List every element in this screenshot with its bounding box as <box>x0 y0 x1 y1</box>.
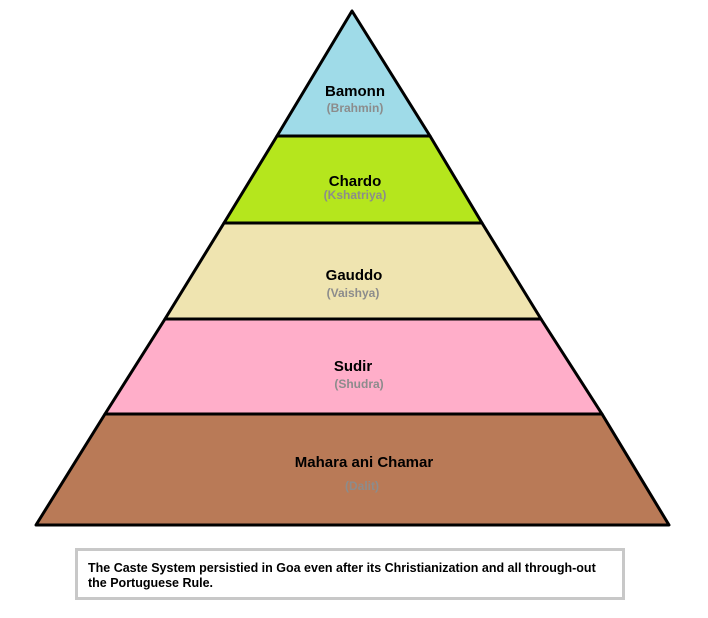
caption-text: The Caste System persistied in Goa even … <box>88 561 596 590</box>
tier-1-name: Bamonn <box>325 83 385 100</box>
tier-5-subtitle: (Dalit) <box>345 479 379 493</box>
tier-4-subtitle: (Shudra) <box>334 377 383 391</box>
tier-4-name: Sudir <box>334 358 372 375</box>
caption-box: The Caste System persistied in Goa even … <box>75 548 625 600</box>
caste-pyramid: Bamonn (Brahmin) Chardo (Kshatriya) Gaud… <box>34 9 671 527</box>
tier-2-name: Chardo <box>329 173 382 190</box>
tier-5-name: Mahara ani Chamar <box>295 454 434 471</box>
tier-3-subtitle: (Vaishya) <box>327 286 380 300</box>
tier-1-band <box>275 9 432 138</box>
tier-2-subtitle: (Kshatriya) <box>324 188 387 202</box>
tier-3-name: Gauddo <box>326 267 383 284</box>
tier-5-band <box>34 412 671 527</box>
tier-1-subtitle: (Brahmin) <box>327 101 384 115</box>
